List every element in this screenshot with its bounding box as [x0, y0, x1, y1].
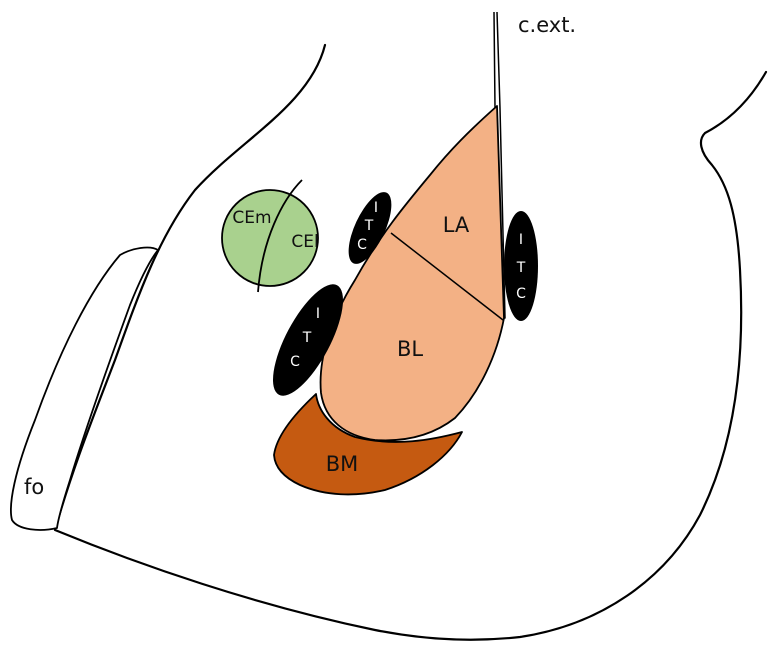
label-c-ext: c.ext.: [518, 13, 576, 37]
itc-upper-letter-i: I: [374, 200, 378, 216]
label-cem: CEm: [232, 208, 271, 228]
label-bm: BM: [326, 452, 359, 476]
itc-lateral-letter-c: C: [516, 286, 526, 302]
label-fo: fo: [24, 475, 44, 499]
itc-lower-letter-t: T: [302, 330, 312, 346]
itc-upper-letter-t: T: [364, 218, 374, 234]
basolateral-complex: [321, 106, 504, 440]
itc-lower-letter-i: I: [316, 306, 320, 322]
label-bl: BL: [397, 337, 423, 361]
itc-lateral-letter-i: I: [519, 232, 523, 248]
label-cel: CEl: [291, 232, 318, 252]
itc-lower-letter-c: C: [290, 354, 300, 370]
itc-lateral-letter-t: T: [516, 260, 526, 276]
label-la: LA: [443, 213, 470, 237]
itc-upper-letter-c: C: [357, 237, 367, 253]
